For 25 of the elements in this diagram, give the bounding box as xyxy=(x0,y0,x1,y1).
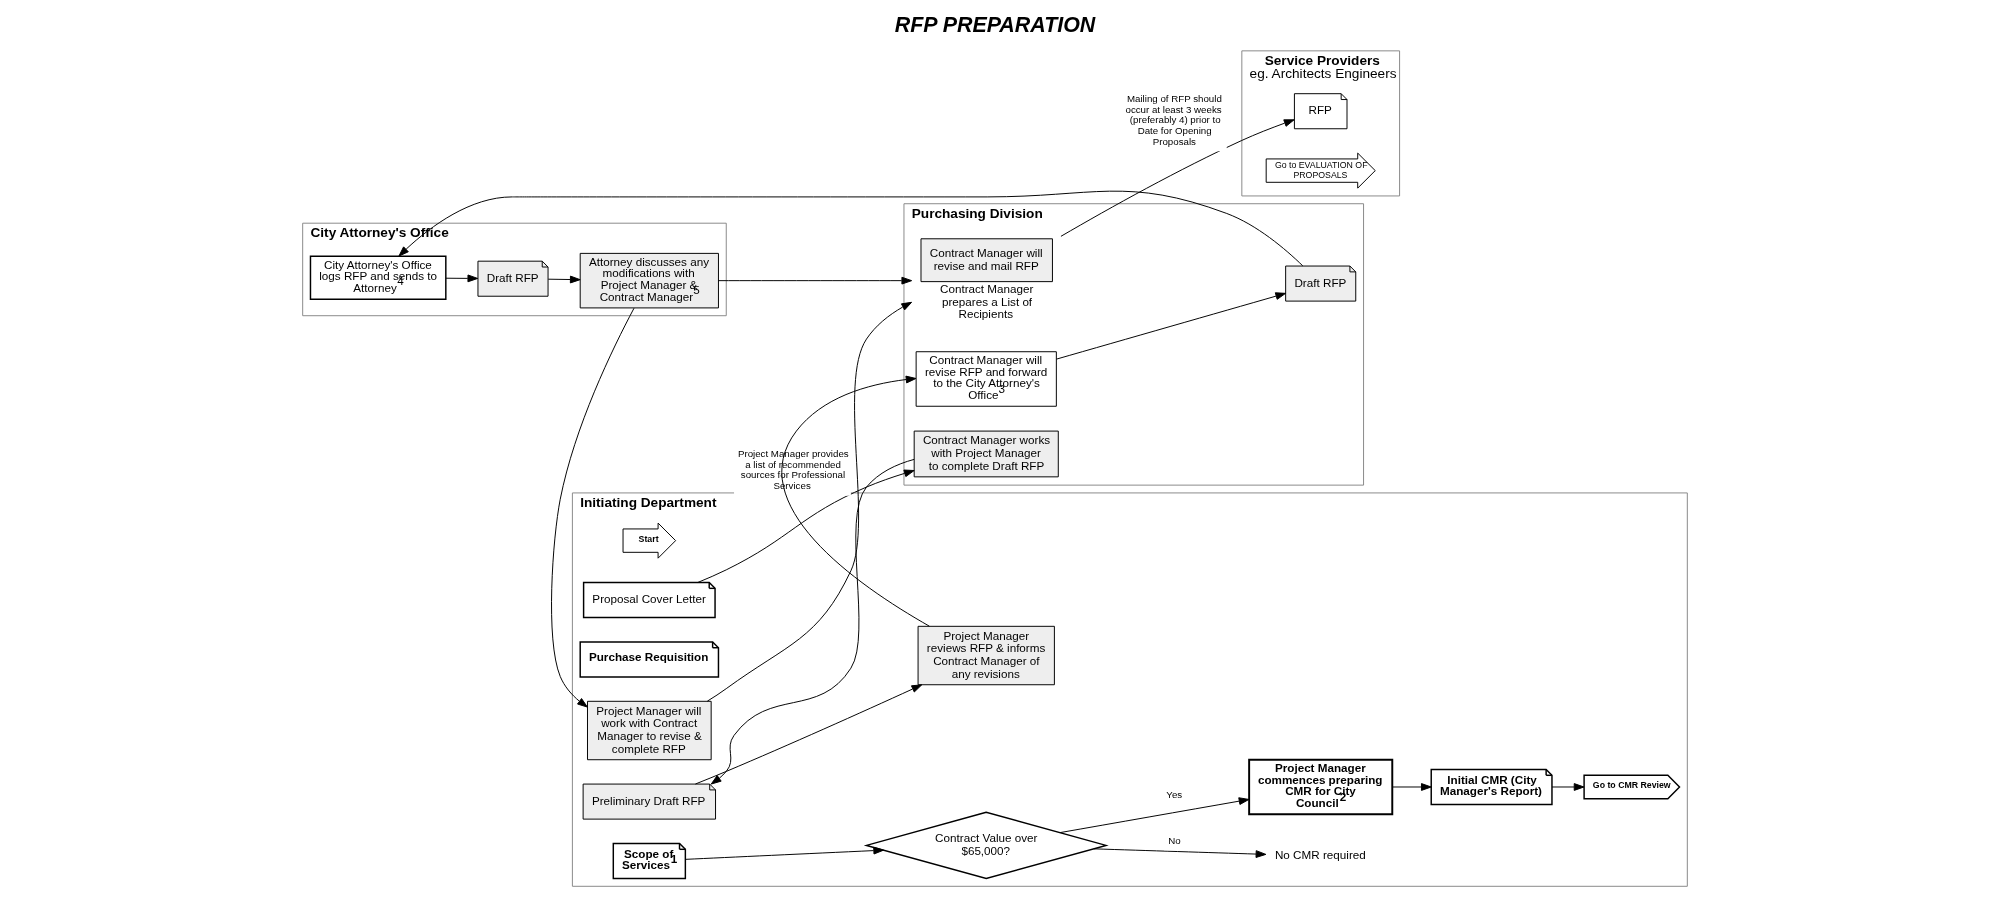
arrow xyxy=(547,275,581,284)
arrow xyxy=(1093,848,1267,858)
edge-label: Yes xyxy=(1166,789,1183,801)
edge-label: Project Manager provides a list of recommended sources for Professional Services xyxy=(737,447,849,492)
arrow xyxy=(685,846,885,860)
arrow xyxy=(697,469,915,583)
node-diamond: Contract Value over $65,000? xyxy=(863,811,1109,880)
arrow xyxy=(694,684,923,785)
node-box: Project Manager reviews RFP & informs Contract Manager of any revisions xyxy=(917,625,1055,686)
edge-label: Mailing of RFP should occur at least 3 weeks (preferably 4) prior to Date for Opening Proposals xyxy=(1125,92,1222,147)
arrow xyxy=(445,274,479,283)
arrow xyxy=(781,375,930,627)
arrow xyxy=(1551,783,1585,791)
arrow xyxy=(1059,797,1250,834)
arrow xyxy=(1060,119,1295,237)
diagram-title: RFP PREPARATION xyxy=(894,12,1096,37)
arrow xyxy=(1391,783,1432,791)
node-box: Project Manager will work with Contract Manager to revise & complete RFP xyxy=(587,700,712,761)
node-box: Contract Manager works with Project Manager to complete Draft RFP xyxy=(913,430,1059,478)
arrow xyxy=(718,276,913,285)
node-label: Contract Manager prepares a List of Recipients xyxy=(939,281,1034,321)
arrow xyxy=(1056,292,1287,360)
arrow xyxy=(551,307,635,708)
node-text: No CMR required xyxy=(1274,848,1366,862)
edge-label: No xyxy=(1168,834,1181,846)
